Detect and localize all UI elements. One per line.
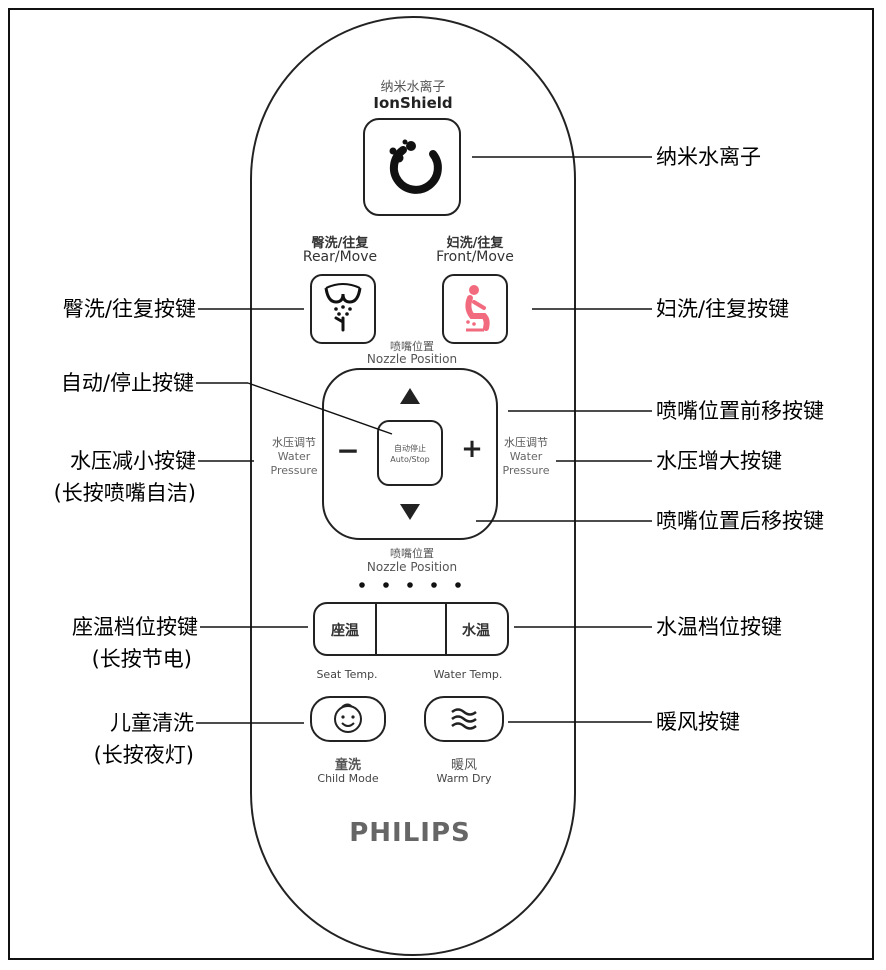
callout-water-temp: 水温档位按键 <box>656 615 782 639</box>
nozzle-forward-button[interactable] <box>390 380 430 410</box>
arrow-down-icon <box>400 504 420 520</box>
rear-wash-icon <box>324 283 362 332</box>
seat-temp-label-cn: 座温 <box>331 623 359 639</box>
callout-rear: 臀洗/往复按键 <box>62 297 196 321</box>
nozzle-label-bottom-cn: 喷嘴位置 <box>390 547 434 560</box>
water-temp-label-cn: 水温 <box>462 623 490 639</box>
seat-temp-button[interactable]: 座温 <box>315 604 377 654</box>
pressure-left-cn: 水压调节 <box>272 436 316 449</box>
ionshield-label-en: IonShield <box>373 94 453 112</box>
temperature-bar <box>313 602 509 656</box>
callout-warm-dry: 暖风按键 <box>656 710 740 734</box>
pressure-left-en2: Pressure <box>270 464 318 477</box>
rear-label-cn: 臀洗/往复 <box>311 236 369 251</box>
callout-auto-stop: 自动/停止按键 <box>60 371 194 395</box>
auto-stop-button[interactable]: 自动停止 Auto/Stop <box>377 420 443 486</box>
callout-seat-temp: 座温档位按键 <box>72 615 198 639</box>
pressure-up-button[interactable]: + <box>457 434 487 464</box>
front-wash-icon <box>465 285 490 332</box>
callout-nozzle-forward: 喷嘴位置前移按键 <box>656 399 824 423</box>
ionshield-icon <box>389 139 442 194</box>
figure-frame <box>8 8 874 960</box>
callout-pressure-down-note: (长按喷嘴自洁) <box>53 481 196 505</box>
child-mode-button[interactable] <box>310 696 386 742</box>
pressure-right-en2: Pressure <box>502 464 550 477</box>
warm-dry-label-en: Warm Dry <box>436 772 492 785</box>
minus-icon: − <box>336 434 360 467</box>
front-wash-button[interactable] <box>442 274 508 344</box>
indicator-dots <box>354 575 466 588</box>
front-label-cn: 妇洗/往复 <box>446 236 504 251</box>
nozzle-label-top-en: Nozzle Position <box>366 352 458 366</box>
ionshield-button[interactable] <box>363 118 461 216</box>
callout-pressure-up: 水压增大按键 <box>656 449 782 473</box>
callout-child-note: (长按夜灯) <box>93 743 194 767</box>
pressure-left-en1: Water <box>277 450 311 463</box>
water-temp-label-en: Water Temp. <box>433 668 503 681</box>
warm-dry-button[interactable] <box>424 696 504 742</box>
seat-temp-label-en: Seat Temp. <box>316 668 378 681</box>
auto-stop-label-en: Auto/Stop <box>390 455 430 464</box>
callout-nozzle-back: 喷嘴位置后移按键 <box>656 509 824 533</box>
callout-front: 妇洗/往复按键 <box>656 297 790 321</box>
plus-icon: + <box>461 434 483 464</box>
water-temp-button[interactable]: 水温 <box>445 604 509 654</box>
callout-seat-temp-note: (长按节电) <box>91 647 192 671</box>
rear-wash-button[interactable] <box>310 274 376 344</box>
pressure-right-en1: Water <box>509 450 543 463</box>
callout-pressure-down: 水压减小按键 <box>70 449 196 473</box>
callout-child: 儿童清洗 <box>110 711 194 735</box>
child-face-icon <box>334 703 362 733</box>
callout-ionshield: 纳米水离子 <box>656 145 761 169</box>
nozzle-back-button[interactable] <box>390 498 430 528</box>
pressure-down-button[interactable]: − <box>333 434 363 467</box>
arrow-up-icon <box>400 388 420 404</box>
warm-dry-label-cn: 暖风 <box>450 758 477 773</box>
front-label-en: Front/Move <box>436 249 514 265</box>
brand-logo: PHILIPS <box>349 818 471 848</box>
rear-label-en: Rear/Move <box>302 249 378 265</box>
child-mode-label-cn: 童洗 <box>334 758 361 773</box>
child-mode-label-en: Child Mode <box>317 772 379 785</box>
warm-air-icon <box>451 708 477 730</box>
ionshield-label-cn: 纳米水离子 <box>380 80 446 95</box>
auto-stop-label-cn: 自动停止 <box>394 444 426 453</box>
nozzle-label-top-cn: 喷嘴位置 <box>390 340 434 353</box>
pressure-right-cn: 水压调节 <box>504 436 548 449</box>
nozzle-label-bottom-en: Nozzle Position <box>366 560 458 574</box>
